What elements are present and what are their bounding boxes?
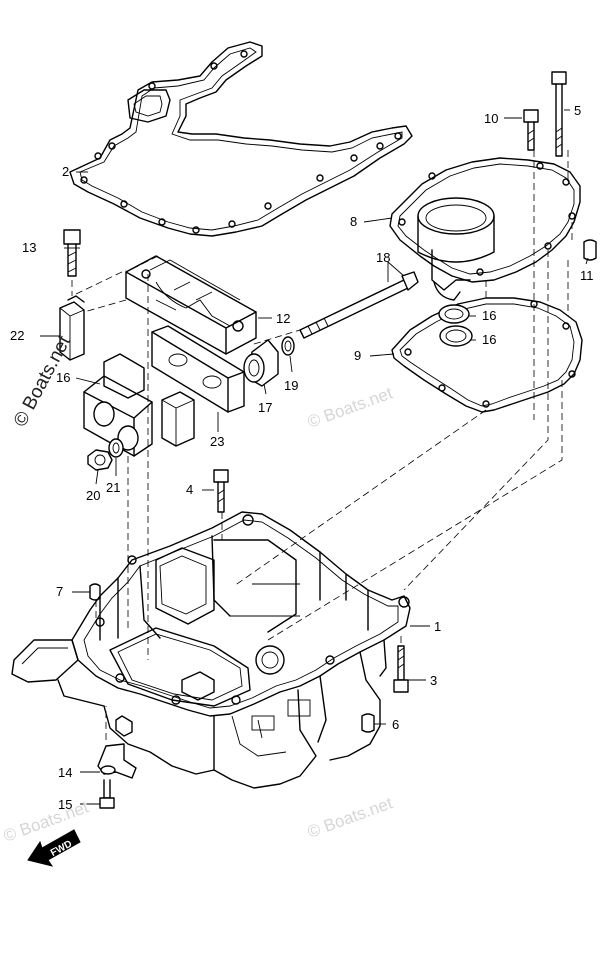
block-part-17 xyxy=(83,353,195,457)
callout-17: 16 xyxy=(56,370,70,385)
bolt-part-10 xyxy=(523,109,539,151)
plate-part-24 xyxy=(151,325,245,413)
alignment-lines xyxy=(71,150,573,740)
callout-15: 15 xyxy=(58,797,72,812)
watermark-bottom-right: © Boats.net xyxy=(305,793,395,841)
callouts: 2 10 5 8 11 18 12 16 16 9 13 22 16 19 17… xyxy=(10,103,594,812)
callout-10: 10 xyxy=(484,111,498,126)
gasket-part-2 xyxy=(69,41,413,237)
callout-8: 8 xyxy=(350,214,357,229)
dowel-part-6 xyxy=(361,713,375,733)
callout-16-lower: 16 xyxy=(482,332,496,347)
engine-holder-part-1 xyxy=(11,511,411,789)
callout-18: 17 xyxy=(258,400,272,415)
callout-2: 2 xyxy=(62,164,69,179)
bolt-part-13 xyxy=(63,229,81,277)
bushing-part-18 xyxy=(243,339,279,387)
callout-3: 3 xyxy=(430,673,437,688)
washer-part-22 xyxy=(108,438,124,458)
callout-12: 12 xyxy=(276,311,290,326)
callout-1: 1 xyxy=(434,619,441,634)
callout-4: 4 xyxy=(186,482,193,497)
bolt-part-4 xyxy=(213,469,229,513)
bolt-part-5 xyxy=(551,71,567,157)
gasket-part-9 xyxy=(391,297,583,413)
callout-6: 6 xyxy=(392,717,399,732)
clip-part-23 xyxy=(59,295,85,361)
leader-lines xyxy=(40,109,589,805)
cover-part-8 xyxy=(389,157,581,301)
callout-5: 5 xyxy=(574,103,581,118)
bolt-part-15 xyxy=(99,779,115,809)
bracket-part-12 xyxy=(125,255,257,355)
seal-part-16-upper xyxy=(438,304,470,324)
pin-part-11 xyxy=(583,239,597,261)
callout-14: 14 xyxy=(58,765,72,780)
fitting-part-14 xyxy=(97,743,137,779)
callout-22: 21 xyxy=(106,480,120,495)
callout-16-upper: 16 xyxy=(482,308,496,323)
bolt-part-19 xyxy=(299,271,419,339)
seal-part-16-lower xyxy=(439,325,473,347)
callout-11: 11 xyxy=(580,268,594,283)
callout-9: 9 xyxy=(354,348,361,363)
bolt-part-3 xyxy=(393,645,409,693)
callout-19: 18 xyxy=(376,250,390,265)
nut-part-21 xyxy=(87,449,113,471)
callout-13: 13 xyxy=(22,240,36,255)
callout-23: 22 xyxy=(10,328,24,343)
callout-7: 7 xyxy=(56,584,63,599)
watermark-middle-right: © Boats.net xyxy=(305,383,395,431)
callout-21: 20 xyxy=(86,488,100,503)
callout-24: 23 xyxy=(210,434,224,449)
washer-part-20 xyxy=(281,336,295,356)
callout-20: 19 xyxy=(284,378,298,393)
